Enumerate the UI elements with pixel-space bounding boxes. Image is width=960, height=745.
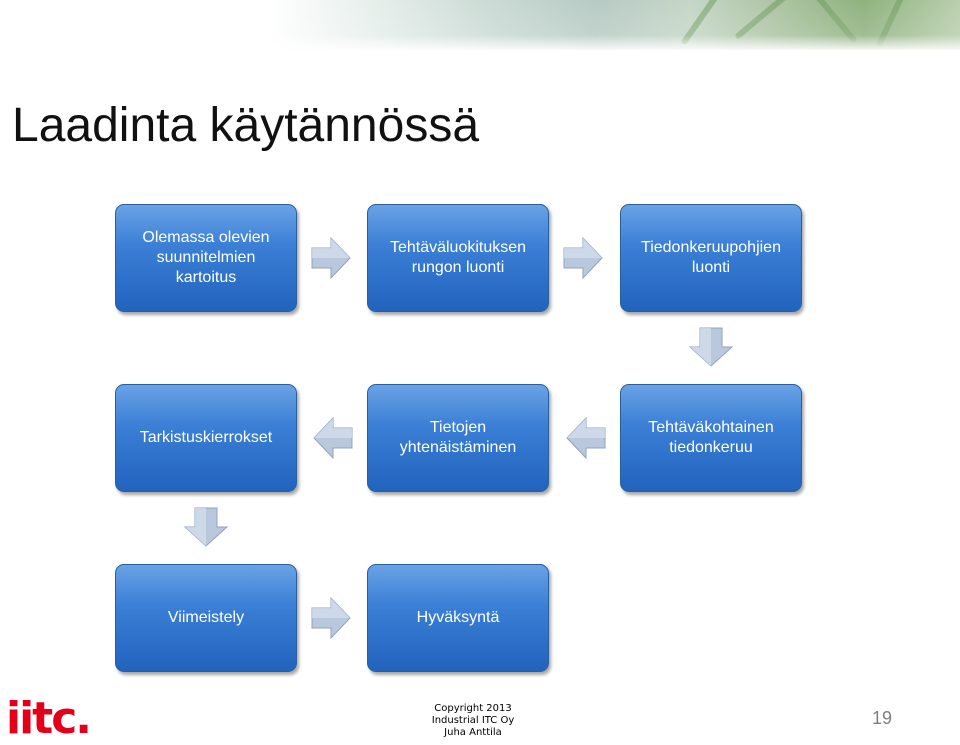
header-banner-image [0, 0, 960, 50]
step-label-line: luonti [691, 259, 731, 276]
arrow-right-icon [311, 236, 351, 280]
step-box-templates: Tiedonkeruupohjien luonti [620, 204, 802, 312]
step-label-line: rungon luonti [411, 259, 505, 276]
step-label-line: suunnitelmien [156, 249, 256, 266]
arrow-right-icon [311, 596, 351, 640]
step-box-harmonization: Tietojen yhtenäistäminen [367, 384, 549, 492]
step-label-line: Tehtäväkohtainen [648, 419, 774, 436]
arrow-left-icon [566, 416, 606, 460]
step-box-approval: Hyväksyntä [367, 564, 549, 672]
step-label-line: Olemassa olevien [142, 229, 270, 246]
copyright-line: Copyright 2013 [434, 703, 512, 714]
step-label-line: tiedonkeruu [669, 439, 753, 456]
step-label-line: Hyväksyntä [416, 609, 500, 626]
step-box-classification: Tehtäväluokituksen rungon luonti [367, 204, 549, 312]
iitc-logo: iitc. [6, 693, 92, 744]
copyright-line: Industrial ITC Oy [431, 715, 515, 726]
step-label-line: Tehtäväluokituksen [389, 239, 527, 256]
arrow-right-icon [563, 236, 603, 280]
arrow-down-icon [688, 327, 734, 367]
copyright-notice: Copyright 2013 Industrial ITC Oy Juha An… [398, 703, 548, 739]
arrow-down-icon [183, 507, 229, 547]
step-box-data-collection: Tehtäväkohtainen tiedonkeruu [620, 384, 802, 492]
arrow-left-icon [313, 416, 353, 460]
step-box-mapping: Olemassa olevien suunnitelmien kartoitus [115, 204, 297, 312]
slide-title: Laadinta käytännössä [12, 99, 480, 152]
step-label-line: kartoitus [175, 269, 237, 286]
step-label-line: Viimeistely [167, 609, 245, 626]
step-label-line: Tarkistuskierrokset [139, 429, 273, 446]
step-label-line: Tietojen [429, 419, 487, 436]
page-number: 19 [872, 708, 893, 728]
step-label-line: yhtenäistäminen [399, 439, 517, 456]
step-box-finishing: Viimeistely [115, 564, 297, 672]
copyright-line: Juha Anttila [444, 727, 502, 738]
step-box-review-rounds: Tarkistuskierrokset [115, 384, 297, 492]
step-label-line: Tiedonkeruupohjien [641, 239, 781, 256]
